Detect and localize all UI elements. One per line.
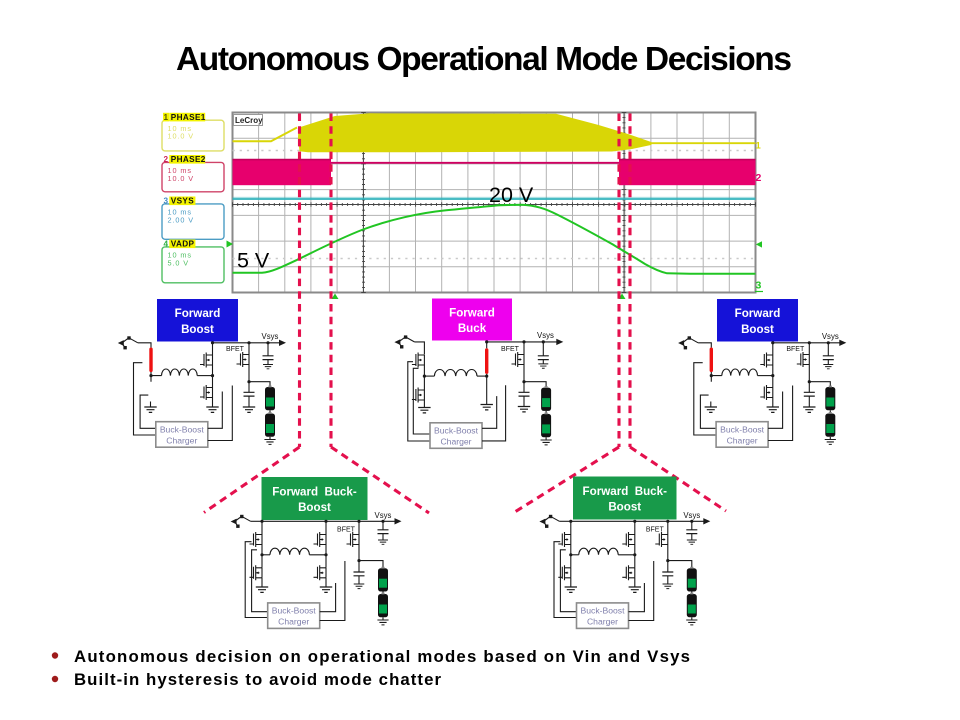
svg-text:Autonomous decision on operati: Autonomous decision on operational modes… xyxy=(74,647,690,666)
svg-text:BFET: BFET xyxy=(501,346,520,353)
svg-text:Boost: Boost xyxy=(298,501,331,514)
svg-text:1: 1 xyxy=(164,113,169,122)
svg-text:LeCroy: LeCroy xyxy=(235,116,263,125)
svg-text:Boost: Boost xyxy=(741,323,774,336)
svg-text:VSYS: VSYS xyxy=(171,197,194,206)
svg-text:VADP: VADP xyxy=(171,240,195,249)
svg-text:Forward Buck-: Forward Buck- xyxy=(583,485,668,498)
svg-text:10 ms: 10 ms xyxy=(168,251,192,260)
svg-text:2.00 V: 2.00 V xyxy=(168,215,195,224)
svg-text:10.0 V: 10.0 V xyxy=(168,132,195,141)
svg-text:PHASE1: PHASE1 xyxy=(171,113,206,122)
svg-text:4: 4 xyxy=(164,240,169,249)
svg-text:Forward: Forward xyxy=(735,307,781,320)
svg-text:5.0 V: 5.0 V xyxy=(168,258,190,267)
svg-text:Forward Buck-: Forward Buck- xyxy=(272,485,357,498)
svg-text:1: 1 xyxy=(756,141,762,152)
svg-text:Boost: Boost xyxy=(181,323,214,336)
svg-text:5 V: 5 V xyxy=(237,249,270,273)
svg-text:2: 2 xyxy=(164,155,169,164)
svg-text:Built-in hysteresis to avoid m: Built-in hysteresis to avoid mode chatte… xyxy=(74,670,441,689)
svg-text:Boost: Boost xyxy=(608,501,641,514)
svg-text:Autonomous Operational Mode De: Autonomous Operational Mode Decisions xyxy=(176,41,792,78)
svg-text:10 ms: 10 ms xyxy=(168,124,192,133)
svg-text:PHASE2: PHASE2 xyxy=(171,155,206,164)
svg-text:2: 2 xyxy=(756,172,762,184)
svg-text:20 V: 20 V xyxy=(489,183,534,207)
svg-text:10 ms: 10 ms xyxy=(168,166,192,175)
svg-text:3: 3 xyxy=(756,280,762,292)
svg-text:Vsys: Vsys xyxy=(537,331,554,340)
svg-text:10.0 V: 10.0 V xyxy=(168,174,195,183)
svg-text:Buck: Buck xyxy=(458,322,487,335)
svg-text:Forward: Forward xyxy=(449,306,495,319)
svg-text:3: 3 xyxy=(164,197,169,206)
svg-text:Forward: Forward xyxy=(175,307,221,320)
svg-text:10 ms: 10 ms xyxy=(168,208,192,217)
